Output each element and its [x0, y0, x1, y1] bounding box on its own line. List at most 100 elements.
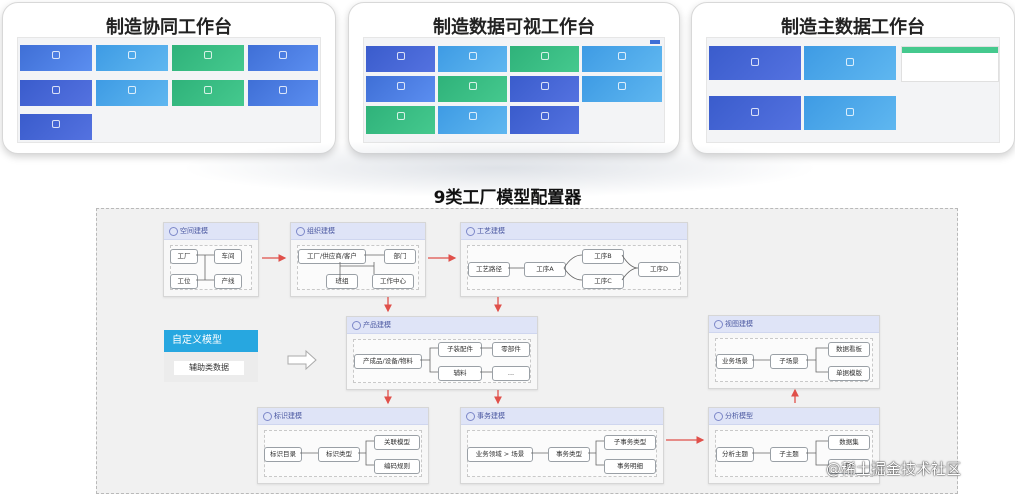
tile: [709, 96, 801, 130]
card-title: 分析模型: [725, 412, 753, 420]
card-title: 工艺建模: [477, 227, 505, 235]
workbench-screenshot: [363, 37, 665, 143]
card-icon: [466, 227, 475, 236]
node-dashboard: 数据看板: [828, 342, 870, 357]
card-icon: [352, 321, 361, 330]
panel-visualization: 制造数据可视工作台: [348, 2, 680, 154]
node-label-type: 标识类型: [318, 447, 360, 462]
card-icon: [263, 412, 272, 421]
tile: [96, 80, 168, 106]
node-affair-detail: 事务明细: [604, 459, 656, 474]
panel-title: 制造主数据工作台: [781, 17, 925, 38]
card-process-modeling: 工艺建模: [460, 222, 688, 297]
workbench-screenshot: [17, 37, 321, 143]
tile: [248, 80, 318, 106]
card-header: 产品建模: [347, 317, 537, 334]
node-label-catalog: 标识目录: [264, 447, 302, 462]
node-business-scene: 业务场景: [716, 354, 754, 369]
tile: [366, 46, 435, 72]
card-header: 分析模型: [709, 408, 879, 425]
watermark: @稀土掘金技术社区: [826, 460, 962, 478]
tile: [582, 46, 662, 72]
node-more: ...: [492, 366, 530, 381]
card-title: 事务建模: [477, 412, 505, 420]
node-work-center: 工作中心: [372, 274, 414, 289]
node-factory-supplier-customer: 工厂/供应商/客户: [298, 249, 366, 264]
node-sub-assembly: 子装配件: [438, 342, 482, 357]
tile: [248, 45, 318, 71]
node-affair-type: 事务类型: [548, 447, 590, 462]
node-sub-affair-type: 子事务类型: [604, 435, 656, 450]
panel-title: 制造数据可视工作台: [433, 17, 595, 38]
card-title: 组织建模: [307, 227, 335, 235]
node-dataset: 数据集: [828, 435, 870, 450]
panel-title: 制造协同工作台: [106, 17, 232, 38]
card-icon: [296, 227, 305, 236]
tile: [709, 46, 801, 80]
node-coding-rule: 编码规则: [374, 459, 420, 474]
tile: [804, 96, 896, 130]
tile: [172, 45, 244, 71]
node-document-template: 单据模版: [828, 366, 870, 381]
node-sub-topic: 子主题: [770, 447, 808, 462]
tile: [20, 45, 92, 71]
node-workshop: 车间: [214, 249, 242, 264]
card-title: 视图建模: [725, 320, 753, 328]
tile: [366, 76, 435, 102]
node-component: 零部件: [492, 342, 530, 357]
card-header: 标识建模: [258, 408, 428, 425]
tile: [366, 106, 435, 134]
hollow-arrow-icon: [287, 349, 317, 371]
workbench-screenshot: [706, 37, 1000, 143]
tile: [438, 46, 507, 72]
card-header: 视图建模: [709, 316, 879, 333]
node-team: 班组: [326, 274, 358, 289]
tile: [20, 114, 92, 140]
card-header: 工艺建模: [461, 223, 687, 240]
main-title: 9类工厂模型配置器: [433, 188, 582, 208]
panel-master-data: 制造主数据工作台: [691, 2, 1015, 154]
node-auxiliary-material: 辅料: [438, 366, 482, 381]
card-title: 标识建模: [274, 412, 302, 420]
node-finished-goods: 产成品/设备/物料: [354, 354, 422, 369]
node-station: 工位: [170, 274, 198, 289]
card-title: 空间建模: [180, 227, 208, 235]
tile: [804, 46, 896, 80]
node-department: 部门: [384, 249, 416, 264]
card-icon: [169, 227, 178, 236]
node-process-route: 工艺路径: [468, 262, 510, 277]
card-icon: [466, 412, 475, 421]
card-header: 空间建模: [164, 223, 258, 240]
node-operation-b: 工序B: [582, 249, 624, 264]
tile: [20, 80, 92, 106]
node-detail: 明: [828, 459, 870, 474]
node-analysis-topic: 分析主题: [716, 447, 754, 462]
auxiliary-data-label: 辅助类数据: [174, 361, 244, 375]
tile: [438, 76, 507, 102]
node-operation-d: 工序D: [638, 262, 680, 277]
info-card-header: [902, 47, 998, 53]
node-business-domain: 业务领域 > 场景: [467, 447, 533, 462]
tile: [438, 106, 507, 134]
panel-collaboration: 制造协同工作台: [2, 2, 336, 154]
card-header: 事务建模: [461, 408, 663, 425]
tile: [582, 76, 662, 102]
node-sub-scene: 子场景: [770, 354, 808, 369]
tile: [510, 76, 579, 102]
card-icon: [714, 320, 723, 329]
tile: [96, 45, 168, 71]
tile: [510, 106, 579, 134]
node-related-model: 关联模型: [374, 435, 420, 450]
card-icon: [714, 412, 723, 421]
custom-model-header: 自定义模型: [164, 330, 258, 352]
info-card: [901, 46, 999, 82]
node-operation-c: 工序C: [582, 274, 624, 289]
card-title: 产品建模: [363, 321, 391, 329]
screen-button: [650, 40, 660, 44]
card-header: 组织建模: [291, 223, 425, 240]
tile: [510, 46, 579, 72]
connector-glow: [180, 138, 820, 198]
node-factory: 工厂: [170, 249, 198, 264]
tile: [172, 80, 244, 106]
